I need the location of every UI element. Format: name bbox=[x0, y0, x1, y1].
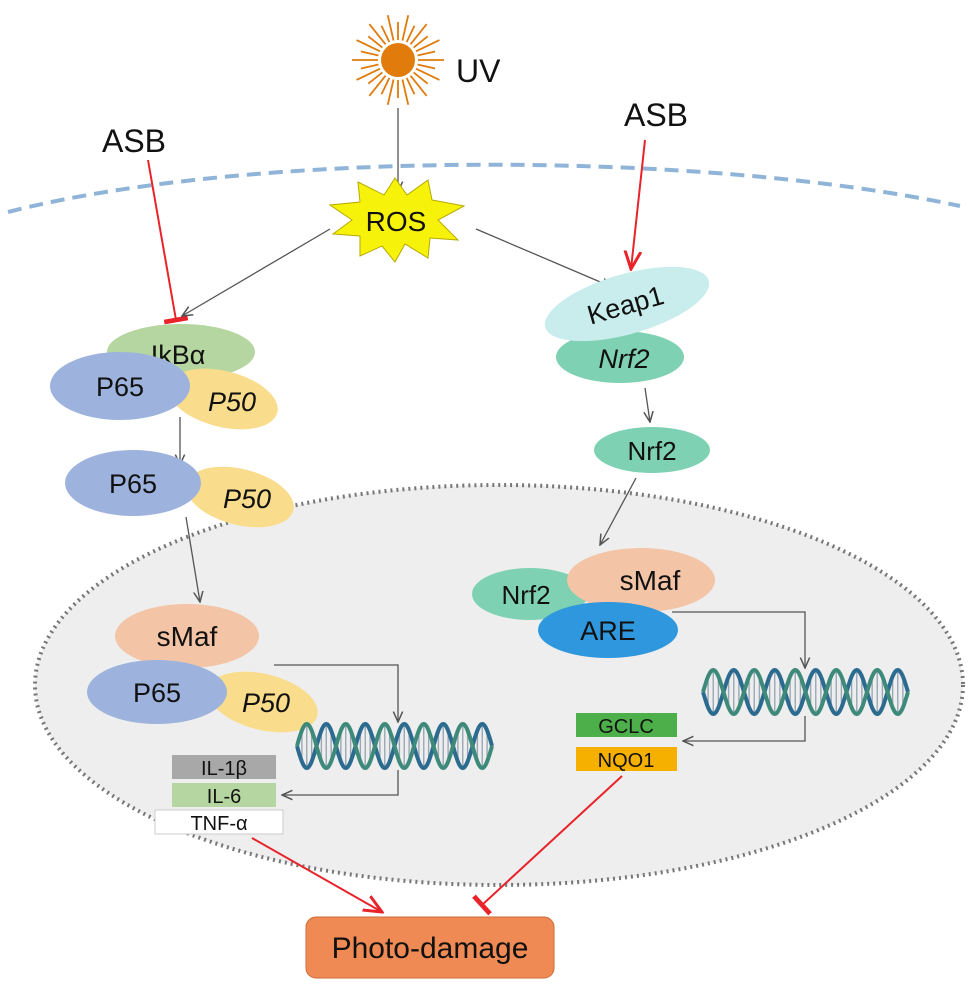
sun-icon bbox=[352, 14, 444, 106]
keap1-nrf2-complex: Nrf2 Keap1 bbox=[544, 266, 710, 383]
nrf2-oval bbox=[472, 568, 588, 620]
arrow-nrf2-to-nucleus bbox=[600, 477, 637, 545]
asb-left-label: ASB bbox=[102, 123, 166, 159]
gclc-box bbox=[576, 713, 677, 737]
tnfa-label: TNF-α bbox=[190, 813, 247, 835]
keap1-oval bbox=[544, 266, 710, 342]
smaf-label: sMaf bbox=[157, 621, 218, 652]
nrf2-smaf-are-complex: Nrf2 sMaf ARE bbox=[472, 548, 715, 658]
tnfa-box bbox=[154, 809, 284, 835]
sun-ray bbox=[409, 75, 428, 97]
arrow-ros-to-keap1 bbox=[475, 228, 612, 287]
il1b-box bbox=[172, 755, 276, 779]
are-oval bbox=[538, 602, 678, 658]
sun-ray bbox=[380, 77, 391, 95]
p65-oval bbox=[65, 450, 201, 516]
sun-ray bbox=[413, 71, 429, 85]
p50-oval bbox=[168, 368, 278, 430]
arrow-keap1-to-nrf2 bbox=[645, 387, 650, 422]
smaf-label: sMaf bbox=[620, 565, 681, 596]
dna-strand bbox=[701, 667, 910, 717]
asb-right-arrow bbox=[631, 139, 646, 269]
sun-ray bbox=[368, 75, 387, 97]
il6-label: IL-6 bbox=[207, 786, 241, 808]
arrow-dimer-to-nucleus bbox=[185, 516, 200, 602]
smaf-p65-p50-complex: sMaf P50 P65 bbox=[87, 604, 318, 733]
sun-ray bbox=[409, 23, 428, 45]
p65-p50-dimer: P50 P65 bbox=[65, 450, 294, 528]
dna-helix-left bbox=[295, 721, 494, 771]
sun-ray bbox=[368, 23, 387, 45]
dna-strand bbox=[295, 721, 494, 771]
gclc-label: GCLC bbox=[598, 716, 654, 738]
arrow-complex-to-dna-left bbox=[274, 664, 398, 722]
p50-label: P50 bbox=[208, 387, 256, 417]
ros-starburst bbox=[328, 177, 466, 263]
ikba-complex: IkBα P50 P65 bbox=[50, 324, 278, 430]
sun-ray bbox=[367, 71, 383, 85]
uv-label: UV bbox=[456, 53, 501, 89]
arrow-dna-to-antioxidant-genes bbox=[683, 716, 806, 741]
nqo1-label: NQO1 bbox=[598, 750, 655, 772]
sun-ray bbox=[417, 63, 436, 70]
arrow-complex-to-dna-right bbox=[672, 611, 805, 668]
sun-ray bbox=[360, 50, 379, 57]
sun-ray bbox=[386, 79, 395, 106]
sun-ray bbox=[356, 39, 381, 53]
smaf-oval bbox=[115, 604, 259, 668]
are-label: ARE bbox=[580, 616, 636, 646]
inhibit-nqo1-to-photodamage bbox=[472, 775, 623, 916]
sun-ray bbox=[356, 67, 381, 81]
asb-right-label: ASB bbox=[624, 97, 688, 133]
sun-ray bbox=[415, 67, 440, 81]
sun-ray bbox=[415, 39, 440, 53]
dna-helix-right bbox=[701, 667, 910, 717]
arrow-dna-to-cytokines bbox=[282, 770, 399, 795]
antioxidant-gene-list: GCLC NQO1 bbox=[576, 713, 677, 772]
p50-oval bbox=[208, 671, 318, 733]
sun-ray bbox=[386, 14, 395, 41]
p65-label: P65 bbox=[109, 469, 157, 499]
p65-oval bbox=[87, 660, 227, 724]
nqo1-box bbox=[576, 747, 677, 771]
nrf2-free-label: Nrf2 bbox=[627, 436, 676, 466]
sun-ray bbox=[367, 35, 383, 49]
p50-oval bbox=[186, 466, 294, 528]
sun-ray bbox=[401, 14, 410, 41]
p50-label: P50 bbox=[242, 688, 290, 718]
ros-label: ROS bbox=[366, 206, 427, 237]
cytokine-list: IL-1β IL-6 TNF-α bbox=[154, 755, 284, 835]
il1b-label: IL-1β bbox=[201, 758, 247, 780]
asb-left-inhibit bbox=[147, 159, 189, 325]
photo-damage-label: Photo-damage bbox=[332, 932, 529, 965]
p65-oval bbox=[50, 352, 190, 420]
sun-ray bbox=[417, 50, 436, 57]
sun-ray bbox=[405, 77, 416, 95]
smaf-oval bbox=[567, 548, 715, 612]
sun-ray bbox=[413, 35, 429, 49]
photo-damage-box bbox=[305, 916, 555, 979]
nrf2-label: Nrf2 bbox=[598, 344, 649, 374]
p65-label: P65 bbox=[96, 372, 144, 402]
sun-ray bbox=[360, 63, 379, 70]
sun-ray bbox=[405, 25, 416, 43]
arrow-ros-to-ikba bbox=[182, 228, 331, 316]
sun-ray bbox=[401, 79, 410, 106]
p50-label: P50 bbox=[223, 484, 271, 514]
nrf2-oval bbox=[556, 331, 684, 383]
sun-ray bbox=[380, 25, 391, 43]
il6-box bbox=[172, 783, 276, 807]
cell-membrane bbox=[7, 162, 961, 214]
p65-label: P65 bbox=[133, 678, 181, 708]
arrow-cytokines-to-photodamage bbox=[251, 837, 382, 912]
nrf2-free-oval bbox=[594, 427, 710, 473]
nrf2-label: Nrf2 bbox=[501, 580, 550, 610]
